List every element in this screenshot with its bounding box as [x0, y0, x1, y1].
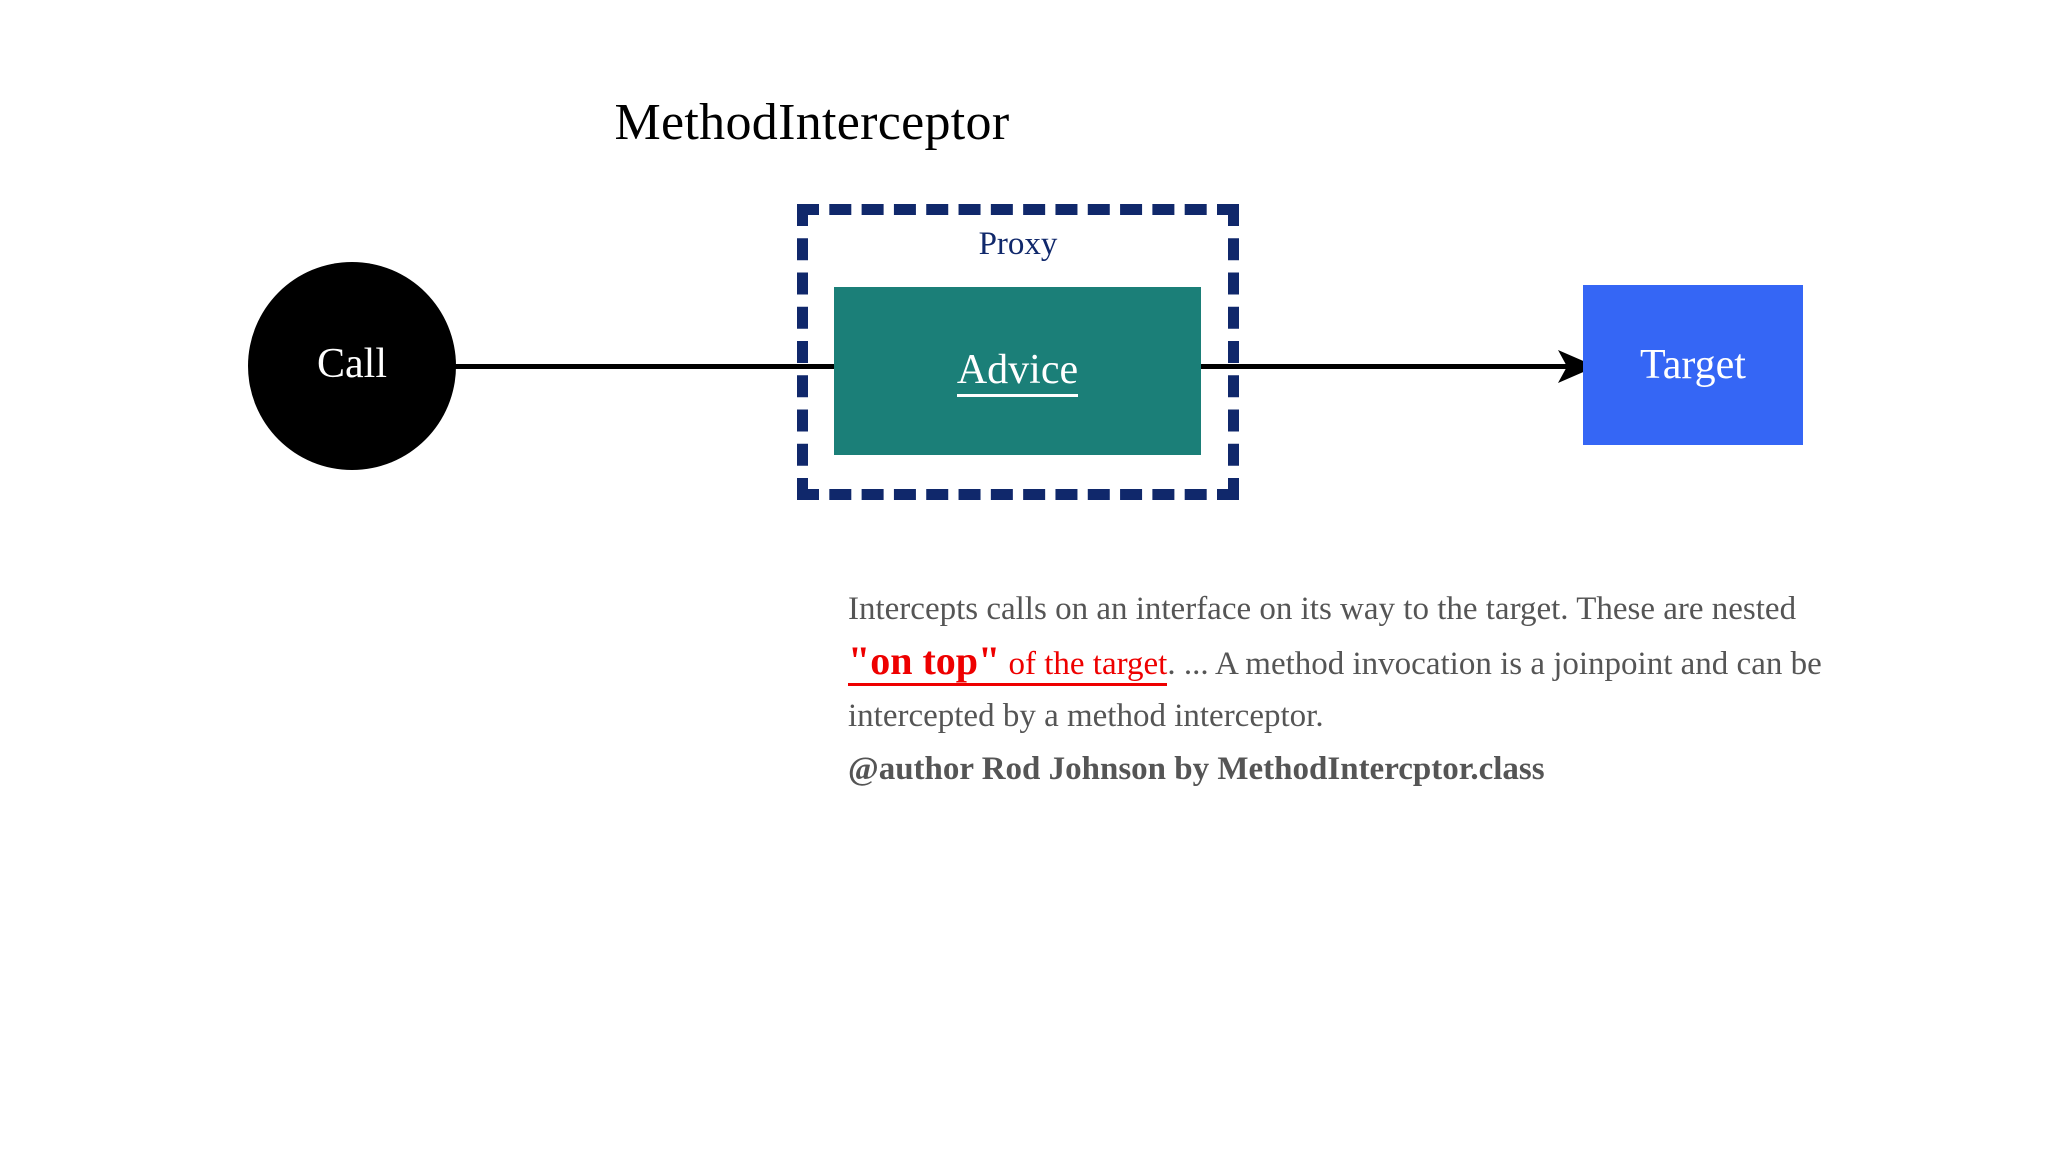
node-target[interactable]: Target: [1583, 285, 1803, 445]
node-call[interactable]: Call: [248, 262, 456, 470]
connector-proxy-to-target: [1190, 364, 1582, 369]
description-segment-2: . ... A method invocation is a joinpoint…: [848, 646, 1822, 734]
description-segment-1: Intercepts calls on an interface on its …: [848, 591, 1797, 627]
connector-call-to-proxy: [452, 364, 852, 369]
arrowhead-icon: [1558, 350, 1596, 383]
description-text: Intercepts calls on an interface on its …: [848, 583, 1858, 794]
page-title: MethodInterceptor: [0, 97, 2048, 149]
page-title-text: MethodInterceptor: [614, 94, 1010, 151]
node-call-label: Call: [317, 341, 387, 387]
description-quote-close: ": [978, 638, 1001, 683]
description-emphasis-bold: on top: [870, 638, 979, 683]
node-advice[interactable]: Advice: [834, 287, 1201, 455]
node-advice-label: Advice: [956, 349, 1079, 397]
node-proxy-label: Proxy: [978, 226, 1058, 262]
description-quote-open: ": [848, 638, 871, 683]
description-emphasis: "on top" of the target: [848, 638, 1168, 686]
node-proxy[interactable]: [797, 204, 1239, 500]
description-emphasis-rest: of the target: [1000, 646, 1168, 682]
description-author: @author Rod Johnson by MethodIntercptor.…: [848, 751, 1545, 787]
node-target-label: Target: [1640, 342, 1746, 388]
